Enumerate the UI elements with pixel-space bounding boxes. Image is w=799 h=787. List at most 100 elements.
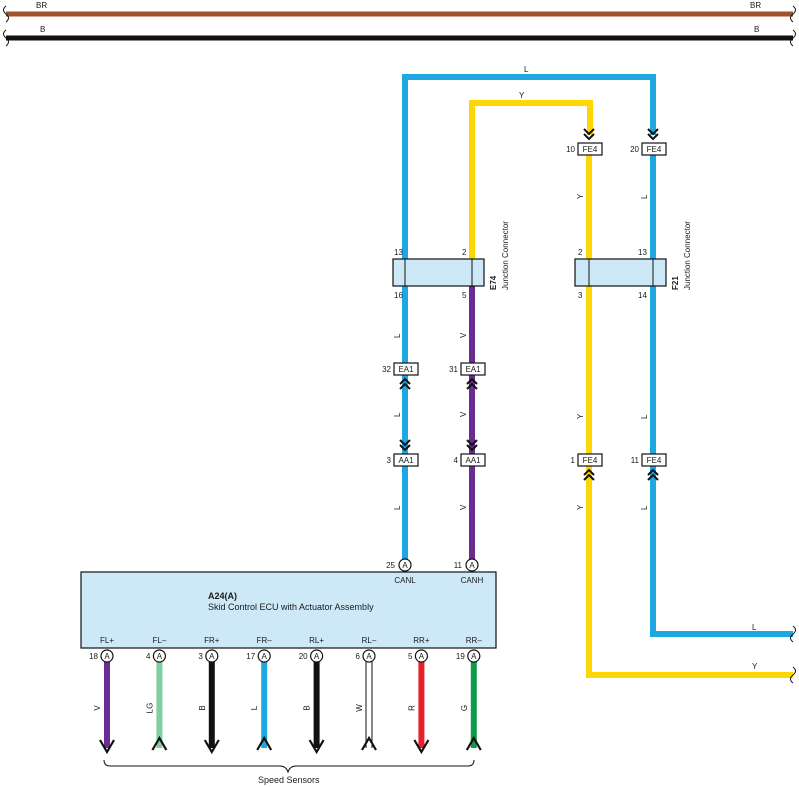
l-wire-top-label: L <box>524 65 529 74</box>
f21-pin-bot-l: 14 <box>638 291 647 300</box>
b-label-left: B <box>40 25 45 34</box>
chevron-up-icon <box>466 377 478 385</box>
vertical-wire-labels: L V L V L V Y L Y L Y L <box>393 193 649 510</box>
e74-pin-bot-v: 5 <box>462 291 467 300</box>
pin-name: RL+ <box>309 636 324 645</box>
pin-number: 6 <box>356 652 361 661</box>
br-wire-break-right <box>790 5 796 23</box>
f21-y-mid-label: Y <box>576 413 585 419</box>
pin-circle <box>310 649 324 663</box>
pin-circle <box>205 649 219 663</box>
e74-pin-bot-l: 16 <box>394 291 403 300</box>
connector-pin: 3 <box>387 456 392 465</box>
chevron-down-icon <box>647 133 659 141</box>
sensor-wire-color-label: R <box>407 705 416 711</box>
pin-circle <box>465 558 479 572</box>
pin-connector-letter: A <box>366 652 372 661</box>
arrow-up-icon <box>256 735 273 751</box>
connector-name: FE4 <box>647 145 662 154</box>
e74-v-label: V <box>459 332 468 338</box>
connector-name: AA1 <box>465 456 481 465</box>
pin-connector-letter: A <box>104 652 110 661</box>
y-exit-break <box>790 666 796 684</box>
l-wire-net: L L <box>402 65 796 643</box>
chevron-down-icon <box>466 439 478 447</box>
sensor-wire-color-label: W <box>355 704 364 712</box>
pin-connector-letter: A <box>471 652 477 661</box>
pin-number: 18 <box>89 652 98 661</box>
pin-number: 5 <box>408 652 413 661</box>
connector-name: EA1 <box>465 365 481 374</box>
connector-box <box>393 362 419 376</box>
connector-box <box>641 453 667 467</box>
pin-name: CANL <box>394 576 416 585</box>
pin-number: 4 <box>146 652 151 661</box>
sensor-wire-color-label: B <box>303 705 312 710</box>
ecu-code: A24(A) <box>208 591 237 601</box>
br-label-right: BR <box>750 1 761 10</box>
pin-circle <box>467 649 481 663</box>
connector-box <box>393 453 419 467</box>
arrow-up-icon <box>361 735 377 751</box>
f21-pin-bot-y: 3 <box>578 291 583 300</box>
chevron-down-icon <box>399 444 411 452</box>
pin-number: 25 <box>386 561 395 570</box>
f21-l-lower-label: L <box>640 505 649 510</box>
connector-name: FE4 <box>647 456 662 465</box>
connector-pin: 32 <box>382 365 391 374</box>
sensor-wire-color-label: L <box>250 705 259 710</box>
pin-number: 3 <box>198 652 203 661</box>
junction-connector-e74: 13 2 16 5 E74 Junction Connector <box>392 221 510 300</box>
pin-circle <box>414 649 428 663</box>
junction-connector-f21: 2 13 3 14 F21 Junction Connector <box>574 221 692 300</box>
sensor-wire-color-label: LG <box>145 703 154 714</box>
ecu-bottom-pins: A18FL+VA4FL–LGA3FR+BA17FR–LA20RL+BA6RL–W… <box>89 636 483 755</box>
chevron-down-icon <box>399 439 411 447</box>
chevron-up-icon <box>583 468 595 476</box>
connector-fe4-l-bot: FE4 11 <box>631 453 667 481</box>
pin-connector-letter: A <box>209 652 215 661</box>
pin-number: 19 <box>456 652 465 661</box>
aa-v-label: V <box>459 504 468 510</box>
e74-body <box>392 258 485 287</box>
f21-pin-top-l: 13 <box>638 248 647 257</box>
pin-name: RR– <box>466 636 483 645</box>
e74-pin-top-y: 2 <box>462 248 467 257</box>
pin-connector-letter: A <box>419 652 425 661</box>
connector-box <box>641 142 667 156</box>
connector-pin: 11 <box>631 456 640 465</box>
f21-y-lower-label: Y <box>576 504 585 510</box>
sensor-wire-color-label: G <box>460 705 469 711</box>
e74-pin-top-l: 13 <box>394 248 403 257</box>
ecu-assembly: A24(A) Skid Control ECU with Actuator As… <box>80 571 497 785</box>
y-exit-label: Y <box>752 662 758 671</box>
pin-name: RL– <box>362 636 377 645</box>
pin-connector-letter: A <box>314 652 320 661</box>
chevron-up-icon <box>647 473 659 481</box>
chevron-up-icon <box>399 377 411 385</box>
pin-connector-letter: A <box>157 652 163 661</box>
arrow-down-icon <box>308 739 325 755</box>
y-wire-top-label: Y <box>519 91 525 100</box>
pin-name: RR+ <box>413 636 430 645</box>
pin-circle <box>152 649 166 663</box>
ea-l-label: L <box>393 412 402 417</box>
arrow-down-icon <box>413 739 430 755</box>
ecu-body <box>80 571 497 649</box>
pin-circle <box>398 558 412 572</box>
br-label-left: BR <box>36 1 47 10</box>
chevron-up-icon <box>399 382 411 390</box>
